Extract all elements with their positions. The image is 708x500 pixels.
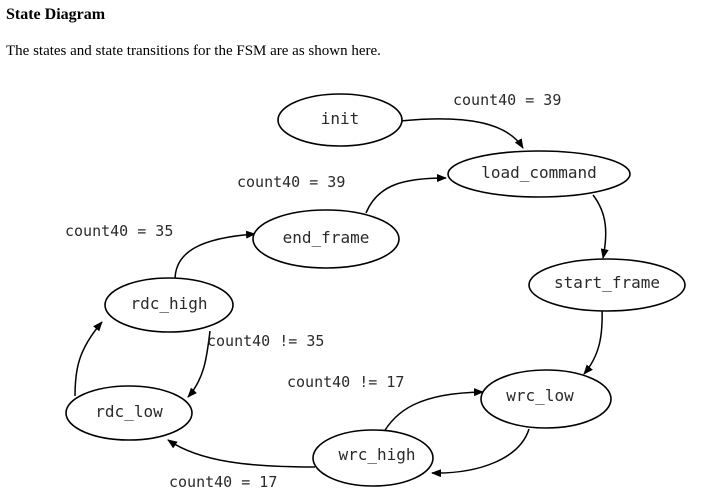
edge-init-to-load-command xyxy=(399,118,524,149)
state-label-wrc-high: wrc_high xyxy=(338,445,415,464)
state-rdc-low: rdc_low xyxy=(65,385,193,441)
label-wrc-high-to-rdc-low: count40 = 17 xyxy=(169,473,277,491)
state-init: init xyxy=(277,93,403,147)
edge-rdc-high-to-end-frame xyxy=(174,230,256,281)
state-wrc-low: wrc_low xyxy=(480,369,612,429)
edge-wrc-high-to-wrc-low xyxy=(380,388,484,438)
state-rdc-high: rdc_high xyxy=(104,277,234,333)
edge-end-frame-to-load-command xyxy=(365,174,447,214)
state-label-rdc-high: rdc_high xyxy=(130,294,207,313)
state-label-start-frame: start_frame xyxy=(554,273,660,292)
state-end-frame: end_frame xyxy=(252,209,400,269)
label-rdc-high-to-rdc-low: count40 != 35 xyxy=(207,332,324,350)
state-start-frame: start_frame xyxy=(528,258,686,312)
page-heading: State Diagram xyxy=(6,6,106,23)
edge-load-command-to-start-frame xyxy=(592,194,609,259)
edge-start-frame-to-wrc-low xyxy=(583,306,603,375)
label-end-frame-to-load-command: count40 = 39 xyxy=(237,173,345,191)
label-rdc-high-to-end-frame: count40 = 35 xyxy=(65,222,173,240)
state-load-command: load_command xyxy=(447,150,631,198)
state-label-rdc-low: rdc_low xyxy=(95,402,163,421)
edge-rdc-low-to-rdc-high xyxy=(74,321,103,397)
intro-text: The states and state transitions for the… xyxy=(6,43,381,59)
label-init-to-load-command: count40 = 39 xyxy=(453,91,561,109)
state-label-wrc-low: wrc_low xyxy=(506,386,574,405)
label-wrc-high-to-wrc-low: count40 != 17 xyxy=(287,373,404,391)
edge-wrc-low-to-wrc-high xyxy=(431,428,530,478)
edge-wrc-high-to-rdc-low xyxy=(167,439,316,468)
state-label-load-command: load_command xyxy=(481,163,597,182)
state-label-end-frame: end_frame xyxy=(283,228,370,247)
edge-rdc-high-to-rdc-low xyxy=(187,330,211,398)
state-wrc-high: wrc_high xyxy=(312,429,434,487)
state-label-init: init xyxy=(321,109,360,128)
